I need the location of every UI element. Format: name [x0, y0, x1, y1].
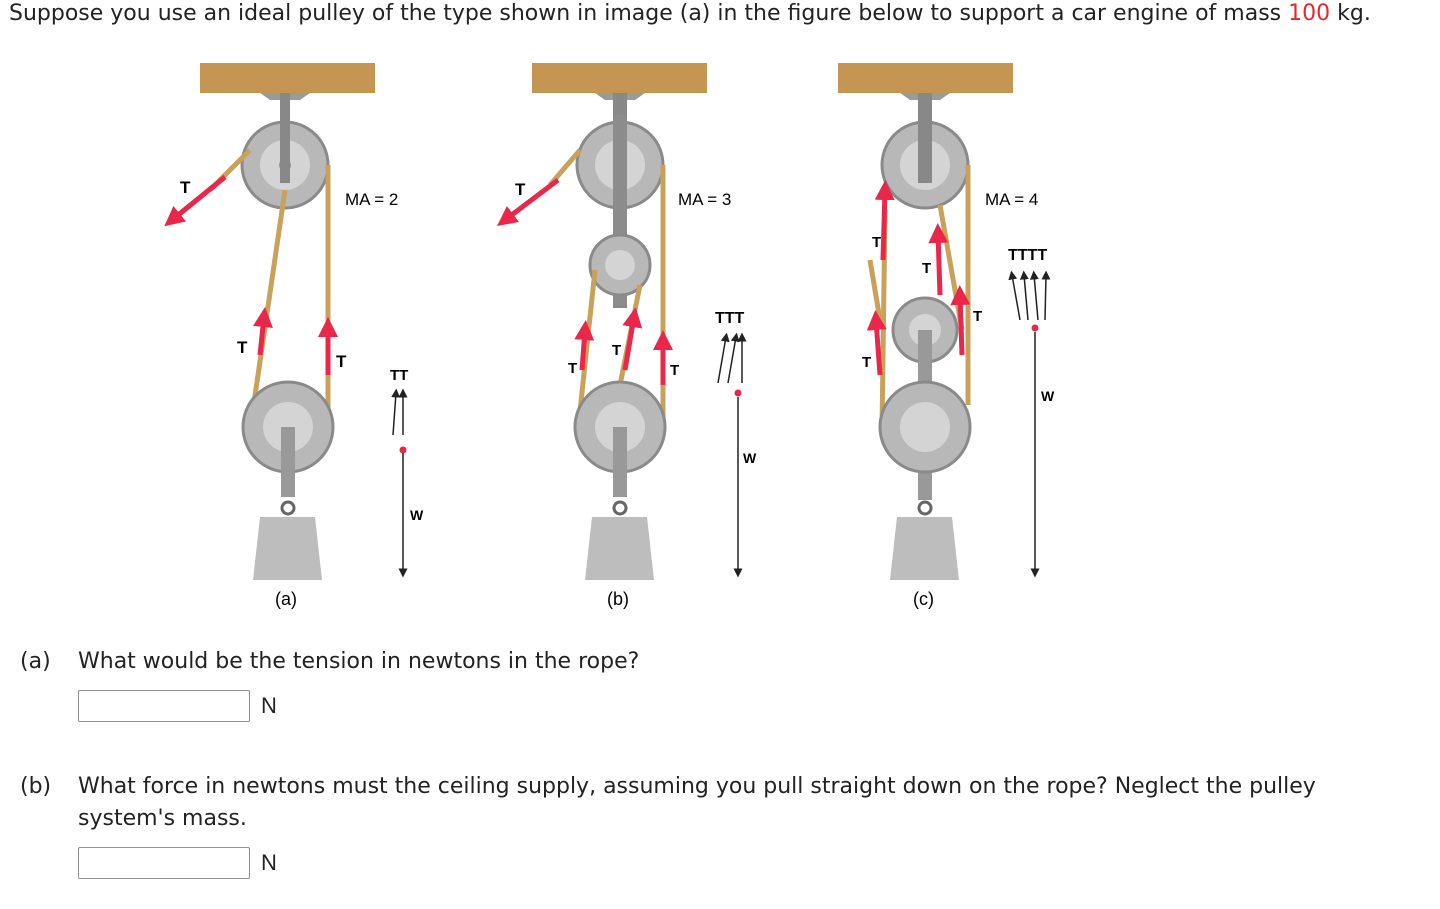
question-a-text: What would be the tension in newtons in …	[78, 649, 640, 674]
t-label: T	[922, 260, 931, 277]
question-b-label: (b)	[20, 774, 52, 799]
t-label: T	[180, 178, 191, 197]
t-label: T	[568, 360, 577, 377]
ceiling-beam	[200, 63, 375, 93]
t-label: T	[612, 342, 621, 359]
intro-unit: kg.	[1330, 1, 1371, 26]
tension-arrow	[622, 307, 643, 371]
tension-arrow	[874, 180, 895, 261]
weight	[253, 517, 322, 580]
t-label: T	[237, 338, 248, 357]
fbd-t-label: TTT	[715, 310, 745, 327]
fbd-t-label: TTTT	[1008, 247, 1047, 264]
question-b-text-line2: system's mass.	[78, 806, 247, 831]
w-label: W	[743, 450, 757, 466]
t-label: T	[336, 352, 347, 371]
t-label: T	[973, 308, 982, 325]
t-label: T	[670, 362, 679, 379]
panel-label: (a)	[275, 589, 297, 609]
question-b-text-line1: What force in newtons must the ceiling s…	[78, 774, 1316, 799]
w-label: W	[410, 507, 424, 523]
question-a-label: (a)	[20, 649, 51, 674]
mass-value: 100	[1288, 1, 1331, 26]
panel-label: (b)	[607, 589, 629, 609]
fbd-point	[1031, 324, 1039, 332]
tension-arrow	[866, 310, 887, 376]
panel-a: T T T MA = 2 TT W (a)	[164, 63, 424, 609]
tension-arrow	[574, 320, 595, 371]
fbd-t-label: TT	[390, 367, 408, 384]
weight	[585, 517, 654, 580]
ceiling-beam	[532, 63, 707, 93]
answer-b-input[interactable]	[78, 847, 250, 879]
w-label: W	[1041, 388, 1055, 404]
answer-b-unit: N	[261, 850, 277, 875]
panel-c: T T T T MA = 4 TTTT W (c)	[838, 63, 1055, 609]
ma-label: MA = 2	[345, 190, 398, 209]
answer-a-input[interactable]	[78, 690, 250, 722]
intro-text: Suppose you use an ideal pulley of the t…	[9, 1, 1289, 26]
tension-arrow	[928, 223, 949, 296]
panel-b: T T T T MA = 3 TTT W (b)	[497, 63, 757, 609]
rope	[867, 259, 883, 321]
t-label: T	[862, 354, 871, 371]
tension-arrow	[164, 175, 227, 227]
t-label: T	[872, 234, 881, 251]
ma-label: MA = 4	[985, 190, 1038, 209]
fbd-point	[734, 389, 742, 397]
weight	[890, 517, 959, 580]
tension-arrow	[253, 307, 273, 356]
ma-label: MA = 3	[678, 190, 731, 209]
ceiling-beam	[838, 63, 1013, 93]
panel-label: (c)	[913, 589, 934, 609]
problem-statement: Suppose you use an ideal pulley of the t…	[9, 0, 1434, 28]
t-label: T	[515, 180, 526, 199]
tension-arrow	[497, 178, 560, 227]
fbd-point	[399, 446, 407, 454]
tension-arrow	[950, 285, 971, 356]
answer-a-unit: N	[261, 693, 277, 718]
pulley-figure: T T T MA = 2 TT W (a) T T T	[164, 63, 1055, 609]
